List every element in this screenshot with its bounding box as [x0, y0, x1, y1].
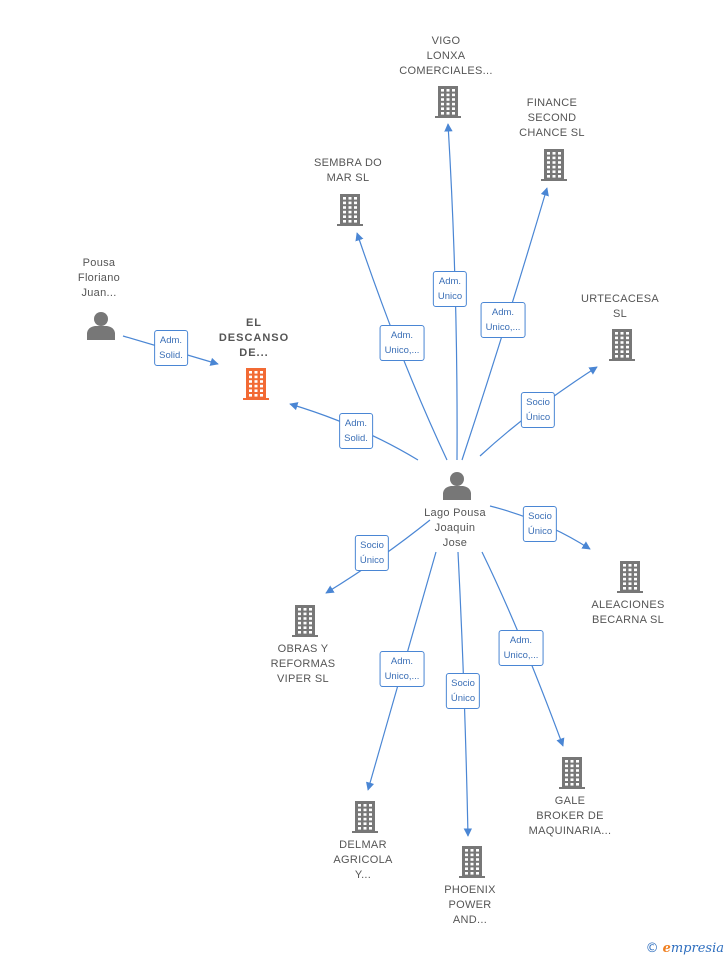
building-icon-urtecacesa[interactable] [609, 329, 635, 361]
node-label-urtecacesa[interactable]: URTECACESA SL [581, 293, 659, 320]
building-icon-phoenix[interactable] [459, 846, 485, 878]
brand-footer: ©empresia [646, 941, 724, 956]
node-label-center[interactable]: Lago Pousa Joaquin Jose [424, 507, 486, 549]
node-label-pousa[interactable]: Pousa Floriano Juan... [77, 257, 121, 299]
edge-label-center-to-gale[interactable]: Adm. Unico,... [498, 630, 544, 666]
building-icon-delmar[interactable] [352, 801, 378, 833]
node-label-descanso[interactable]: EL DESCANSO DE... [218, 317, 290, 359]
node-label-gale[interactable]: GALE BROKER DE MAQUINARIA... [528, 795, 612, 837]
edge-label-pousa-to-descanso[interactable]: Adm. Solid. [154, 330, 188, 366]
edge-label-center-to-urtecacesa[interactable]: Socio Único [520, 392, 556, 428]
node-label-vigo[interactable]: VIGO LONXA COMERCIALES... [399, 35, 493, 77]
copyright-icon: © [645, 941, 659, 956]
edge-label-center-to-obras[interactable]: Socio Único [354, 535, 390, 571]
node-label-aleaciones[interactable]: ALEACIONES BECARNA SL [591, 599, 665, 626]
edge-label-center-to-vigo[interactable]: Adm. Unico [432, 271, 468, 307]
edge-label-center-to-sembra[interactable]: Adm. Unico,... [379, 325, 425, 361]
node-label-phoenix[interactable]: PHOENIX POWER AND... [444, 884, 496, 926]
node-label-obras[interactable]: OBRAS Y REFORMAS VIPER SL [270, 643, 336, 685]
person-icon-center[interactable] [443, 472, 471, 500]
brand-logo-text: mpresia [670, 941, 724, 956]
building-icon-descanso[interactable] [243, 368, 269, 400]
building-icon-aleaciones[interactable] [617, 561, 643, 593]
edge-label-center-to-phoenix[interactable]: Socio Único [445, 673, 481, 709]
edge-label-center-to-finance[interactable]: Adm. Unico,... [480, 302, 526, 338]
edge-label-center-to-delmar[interactable]: Adm. Unico,... [379, 651, 425, 687]
person-icon-pousa[interactable] [87, 312, 115, 340]
building-icon-finance[interactable] [541, 149, 567, 181]
node-label-delmar[interactable]: DELMAR AGRICOLA Y... [333, 839, 393, 881]
building-icon-obras[interactable] [292, 605, 318, 637]
edge-label-center-to-aleaciones[interactable]: Socio Único [522, 506, 558, 542]
building-icon-vigo[interactable] [435, 86, 461, 118]
edge-label-center-to-descanso[interactable]: Adm. Solid. [339, 413, 373, 449]
building-icon-gale[interactable] [559, 757, 585, 789]
brand-logo-initial: e [662, 941, 671, 956]
node-label-finance[interactable]: FINANCE SECOND CHANCE SL [519, 97, 585, 139]
node-label-sembra[interactable]: SEMBRA DO MAR SL [313, 157, 383, 184]
building-icon-sembra[interactable] [337, 194, 363, 226]
